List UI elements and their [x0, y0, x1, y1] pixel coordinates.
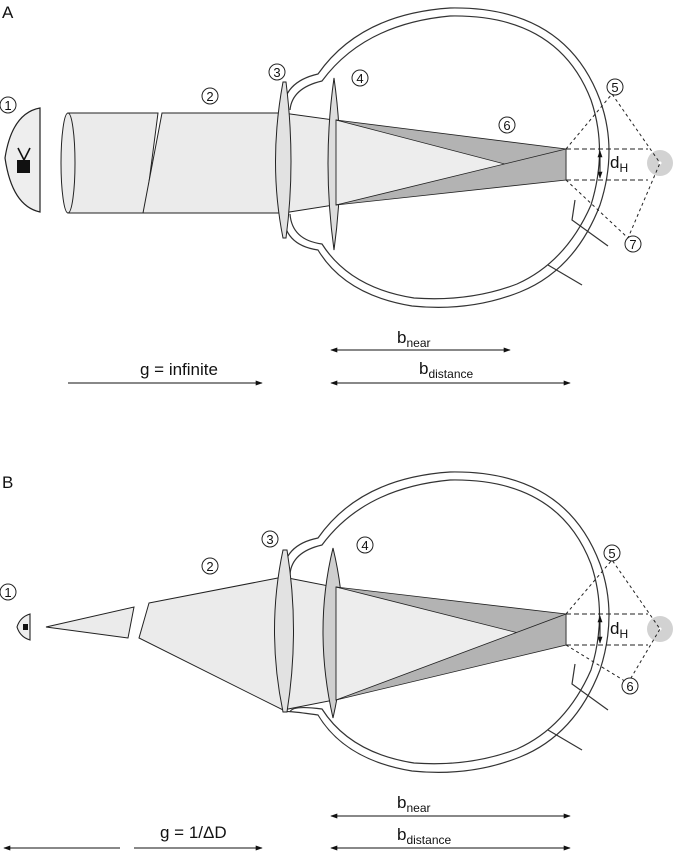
dh-label-a: dH [610, 153, 628, 175]
retina-spot-b [566, 613, 673, 646]
eyeball-a [282, 7, 610, 308]
marker-5-b: 5 [603, 544, 621, 562]
b-distance-label-a: bdistance [419, 359, 473, 381]
object-lens-a [4, 107, 41, 213]
panel-a-letter: A [2, 3, 14, 22]
b-near-label-a: bnear [397, 328, 431, 350]
converging-beams-b [335, 586, 567, 701]
panel-a: A [0, 3, 673, 386]
b-distance-label-b: bdistance [397, 825, 451, 847]
marker-6-a: 6 [498, 116, 516, 134]
marker-1-a: 1 [0, 96, 17, 114]
object-lens-b [16, 613, 31, 641]
converging-beams-a [335, 119, 567, 206]
cornea-a [275, 81, 292, 239]
svg-text:5: 5 [608, 546, 615, 561]
svg-text:3: 3 [273, 65, 280, 80]
panel-b-letter: B [2, 473, 13, 492]
panel-b: B [0, 471, 673, 851]
marker-5-a: 5 [606, 78, 624, 96]
svg-text:6: 6 [626, 679, 633, 694]
marker-4-a: 4 [351, 69, 369, 87]
g-label-b: g = 1/ΔD [160, 823, 227, 842]
marker-2-a: 2 [201, 87, 219, 105]
svg-text:1: 1 [4, 585, 11, 600]
svg-text:4: 4 [356, 71, 363, 86]
marker-7-a: 7 [624, 235, 642, 253]
marker-3-b: 3 [261, 530, 279, 548]
cornea-b [274, 549, 294, 713]
marker-6-b: 6 [621, 677, 639, 695]
retina-spot-a [566, 148, 673, 181]
marker-3-a: 3 [268, 63, 286, 81]
collimated-beam-a [60, 112, 335, 214]
marker-4-b: 4 [356, 536, 374, 554]
marker-2-b: 2 [201, 557, 219, 575]
svg-text:3: 3 [266, 532, 273, 547]
svg-text:7: 7 [629, 237, 636, 252]
svg-text:2: 2 [206, 89, 213, 104]
g-label-a: g = infinite [140, 360, 218, 379]
svg-text:2: 2 [206, 559, 213, 574]
b-near-label-b: bnear [397, 793, 431, 815]
marker-1-b: 1 [0, 583, 17, 601]
eyeball-b [282, 471, 610, 773]
dh-label-b: dH [610, 619, 628, 641]
svg-text:6: 6 [503, 118, 510, 133]
svg-text:4: 4 [361, 538, 368, 553]
svg-text:1: 1 [4, 98, 11, 113]
svg-text:5: 5 [611, 80, 618, 95]
